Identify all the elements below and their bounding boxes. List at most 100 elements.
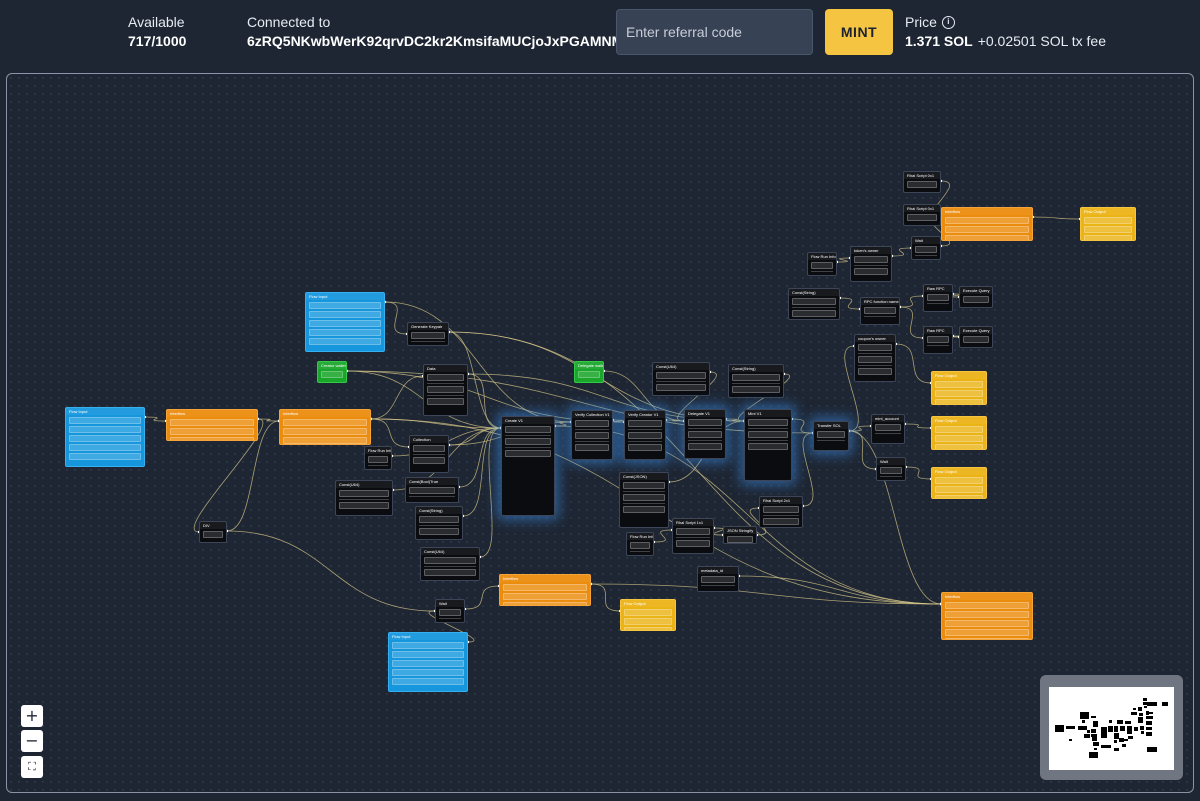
node-flow-run-info-2[interactable]: Flow Run Info xyxy=(626,532,654,556)
zoom-in-button[interactable]: + xyxy=(21,705,43,727)
wire xyxy=(836,257,851,263)
node-wait-3[interactable]: Wait xyxy=(911,236,941,260)
wire xyxy=(899,295,924,308)
node-flow-output-2[interactable]: Flow Output xyxy=(931,371,987,405)
node-interflow-4[interactable]: Interflow xyxy=(941,592,1033,640)
info-icon[interactable]: i xyxy=(941,15,955,29)
node-interflow-1[interactable]: Interflow xyxy=(166,409,258,441)
node-coupon-owner[interactable]: coupon's owner xyxy=(854,334,896,382)
node-const-u64-1[interactable]: Const(U64) xyxy=(335,480,393,516)
node-delegate-wallet[interactable]: Delegate wallet xyxy=(574,361,604,383)
node-flow-run-info-3[interactable]: Flow Run Info xyxy=(807,252,837,276)
wire xyxy=(848,430,942,605)
node-flow-run-info-1[interactable]: Flow Run Info xyxy=(364,446,392,470)
node-const-json[interactable]: Const(JSON) xyxy=(619,472,669,528)
node-field xyxy=(927,336,949,343)
node-data[interactable]: Data xyxy=(423,364,468,416)
zoom-out-button[interactable]: − xyxy=(21,730,43,752)
node-raw-rpc-1[interactable]: Raw RPC xyxy=(923,284,953,312)
node-field xyxy=(309,311,381,318)
node-token-owner[interactable]: token's owner xyxy=(850,246,892,282)
node-field xyxy=(392,651,464,658)
node-title: Rhai Script 0x1 xyxy=(904,205,940,212)
node-title: DIV xyxy=(200,522,226,529)
minimap-node xyxy=(1133,727,1138,731)
node-field xyxy=(817,440,845,441)
node-title: Flow Input xyxy=(389,633,467,640)
node-title: Flow Output xyxy=(932,468,986,475)
node-const-u64-2[interactable]: Const(U64) xyxy=(420,547,480,581)
minimap-node xyxy=(1131,711,1137,716)
wire xyxy=(590,583,942,605)
referral-code-input[interactable] xyxy=(616,9,813,55)
node-field xyxy=(880,476,902,477)
node-flow-output-5[interactable]: Flow Output xyxy=(1080,207,1136,241)
node-interflow-3[interactable]: Interflow xyxy=(499,574,591,606)
node-create-v1[interactable]: Create V1 xyxy=(501,416,555,516)
node-generate-keypair[interactable]: Generate Keypair xyxy=(407,322,449,346)
minimap-node xyxy=(1114,725,1119,732)
node-field xyxy=(575,432,609,439)
node-const-string-3[interactable]: Const(String) xyxy=(788,288,840,320)
node-interflow-2[interactable]: Interflow xyxy=(279,409,371,445)
node-collection[interactable]: Collection xyxy=(409,435,449,473)
minimap-node xyxy=(1126,725,1132,735)
node-field xyxy=(945,620,1029,627)
node-field xyxy=(503,584,587,591)
node-field xyxy=(811,262,833,269)
node-const-string-2[interactable]: Const(String) xyxy=(728,364,784,398)
node-mint-v1[interactable]: Mint V1 xyxy=(744,409,792,481)
node-flow-input-1[interactable]: Flow Input xyxy=(65,407,145,467)
node-metadata-id[interactable]: metadata_id xyxy=(697,566,739,592)
node-flow-output-4[interactable]: Flow Output xyxy=(931,467,987,499)
node-const-bool[interactable]: Const(Bool)True xyxy=(405,477,459,503)
wire xyxy=(848,425,872,432)
wire xyxy=(590,583,621,612)
node-raw-rpc-2[interactable]: Raw RPC xyxy=(923,326,953,354)
node-interflow-5[interactable]: Interflow xyxy=(941,207,1033,241)
wire xyxy=(464,585,500,610)
node-field xyxy=(283,437,367,444)
node-wait-2[interactable]: Wait xyxy=(876,457,906,481)
node-div[interactable]: DIV xyxy=(199,521,227,543)
node-field xyxy=(283,428,367,435)
mint-button[interactable]: MINT xyxy=(825,9,893,55)
node-rhai-script-2[interactable]: Rhai Script 2x1 xyxy=(759,496,803,528)
node-rhai-script-3[interactable]: Rhai Script 0x1 xyxy=(903,171,941,193)
top-bar: Available 717/1000 Connected to 6zRQ5NKw… xyxy=(0,0,1200,72)
node-transfer-sol[interactable]: Transfer SOL xyxy=(813,421,849,451)
node-field xyxy=(419,525,459,526)
node-execute-query-1[interactable]: Execute Query xyxy=(959,286,993,308)
node-field xyxy=(727,536,753,543)
wire xyxy=(226,530,436,612)
node-rhai-script-1[interactable]: Rhai Script 1x1 xyxy=(672,518,714,554)
node-json-stringify[interactable]: JSON Stringify xyxy=(723,526,757,544)
minimap-node xyxy=(1083,733,1090,739)
node-title: Const(U64) xyxy=(336,481,392,488)
node-verify-collection[interactable]: Verify Collection V1 xyxy=(571,410,613,460)
wire xyxy=(1032,216,1081,220)
node-wait-1[interactable]: Wait xyxy=(435,599,465,623)
node-creator-wallet[interactable]: Creator wallet xyxy=(317,361,347,383)
node-flow-output-1[interactable]: Flow Output xyxy=(620,599,676,631)
node-flow-output-3[interactable]: Flow Output xyxy=(931,416,987,450)
node-flow-input-2[interactable]: Flow Input xyxy=(305,292,385,352)
minimap[interactable] xyxy=(1040,675,1183,780)
node-field xyxy=(927,345,949,346)
node-execute-query-2[interactable]: Execute Query xyxy=(959,326,993,348)
minimap-node xyxy=(1162,702,1168,707)
node-const-string-1[interactable]: Const(String) xyxy=(415,506,463,540)
minimap-node xyxy=(1101,726,1107,739)
node-field xyxy=(945,629,1029,636)
node-verify-creator[interactable]: Verify Creator V1 xyxy=(624,410,666,460)
node-delegate-v1[interactable]: Delegate V1 xyxy=(684,409,726,459)
node-flow-input-3[interactable]: Flow Input xyxy=(388,632,468,692)
node-const-u64-3[interactable]: Const(U64) xyxy=(652,362,710,396)
fit-view-button[interactable]: ⛶ xyxy=(21,756,43,778)
node-mint-account[interactable]: mint_account xyxy=(871,414,905,444)
node-field xyxy=(1084,235,1132,240)
node-rpc-function-name[interactable]: RPC function name xyxy=(860,297,900,325)
node-field xyxy=(392,642,464,649)
node-rhai-script-4[interactable]: Rhai Script 0x1 xyxy=(903,204,941,226)
